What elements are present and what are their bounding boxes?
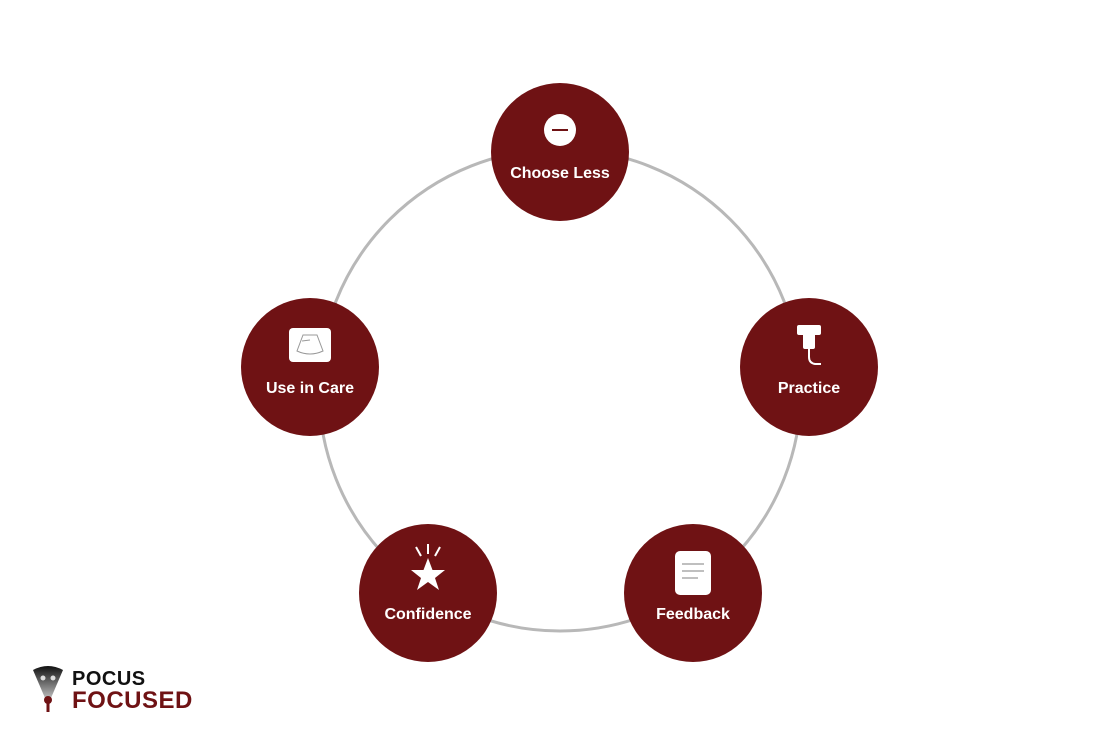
ultrasound-image-icon [241,324,379,366]
star-burst-icon [359,544,497,590]
node-choose-less: Choose Less [491,83,629,221]
ultrasound-probe-icon [740,324,878,366]
node-confidence: Confidence [359,524,497,662]
node-feedback: Feedback [624,524,762,662]
document-icon [624,551,762,595]
minus-circle-icon [491,109,629,151]
node-use-in-care: Use in Care [241,298,379,436]
probe-face-logo-icon [33,666,63,712]
node-practice: Practice [740,298,878,436]
